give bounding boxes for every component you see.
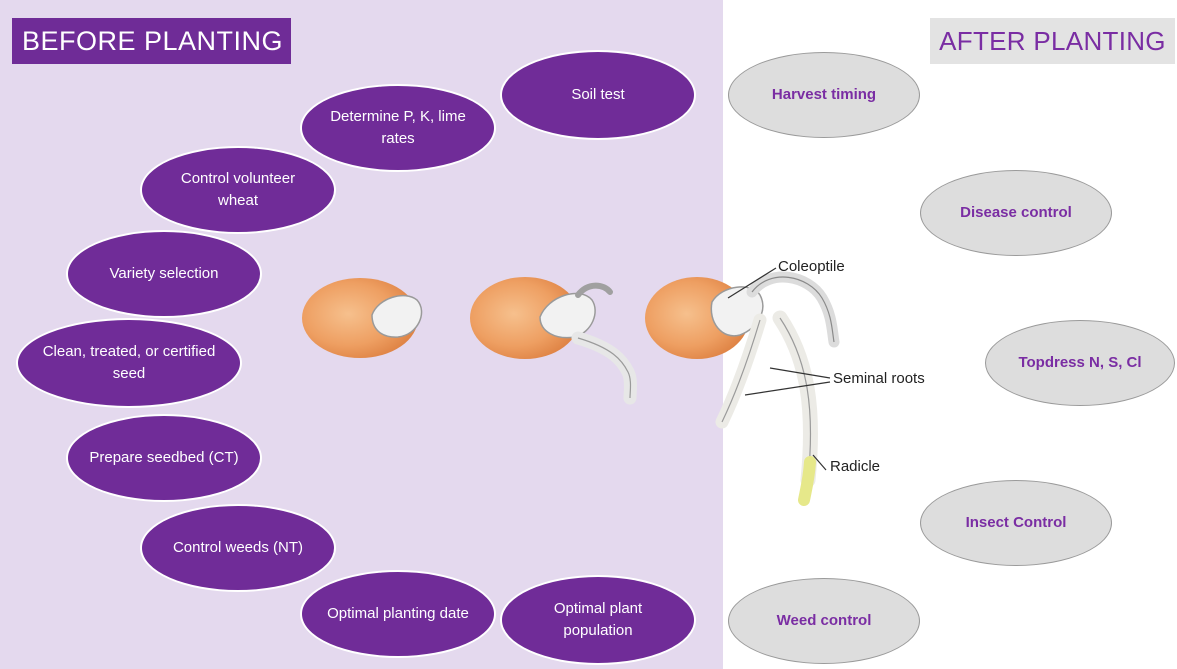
seed-stage-2	[470, 277, 631, 398]
label-seminal-roots: Seminal roots	[833, 370, 925, 387]
before-step-planting-date: Optimal planting date	[300, 570, 496, 658]
seed-stage-1	[302, 278, 422, 358]
before-step-prepare-seedbed: Prepare seedbed (CT)	[66, 414, 262, 502]
after-step-disease-control: Disease control	[920, 170, 1112, 256]
before-step-soil-test: Soil test	[500, 50, 696, 140]
after-planting-title: AFTER PLANTING	[930, 18, 1175, 64]
before-step-plant-population: Optimal plant population	[500, 575, 696, 665]
label-coleoptile: Coleoptile	[778, 258, 845, 275]
seed-stage-3	[645, 268, 834, 500]
label-radicle: Radicle	[830, 458, 880, 475]
before-step-control-weeds: Control weeds (NT)	[140, 504, 336, 592]
before-planting-title: BEFORE PLANTING	[12, 18, 291, 64]
after-step-weed-control: Weed control	[728, 578, 920, 664]
after-step-harvest-timing: Harvest timing	[728, 52, 920, 138]
before-step-control-volunteer-wheat: Control volunteer wheat	[140, 146, 336, 234]
after-step-insect-control: Insect Control	[920, 480, 1112, 566]
after-step-topdress: Topdress N, S, Cl	[985, 320, 1175, 406]
before-step-determine-rates: Determine P, K, lime rates	[300, 84, 496, 172]
before-step-seed: Clean, treated, or certified seed	[16, 318, 242, 408]
before-step-variety-selection: Variety selection	[66, 230, 262, 318]
